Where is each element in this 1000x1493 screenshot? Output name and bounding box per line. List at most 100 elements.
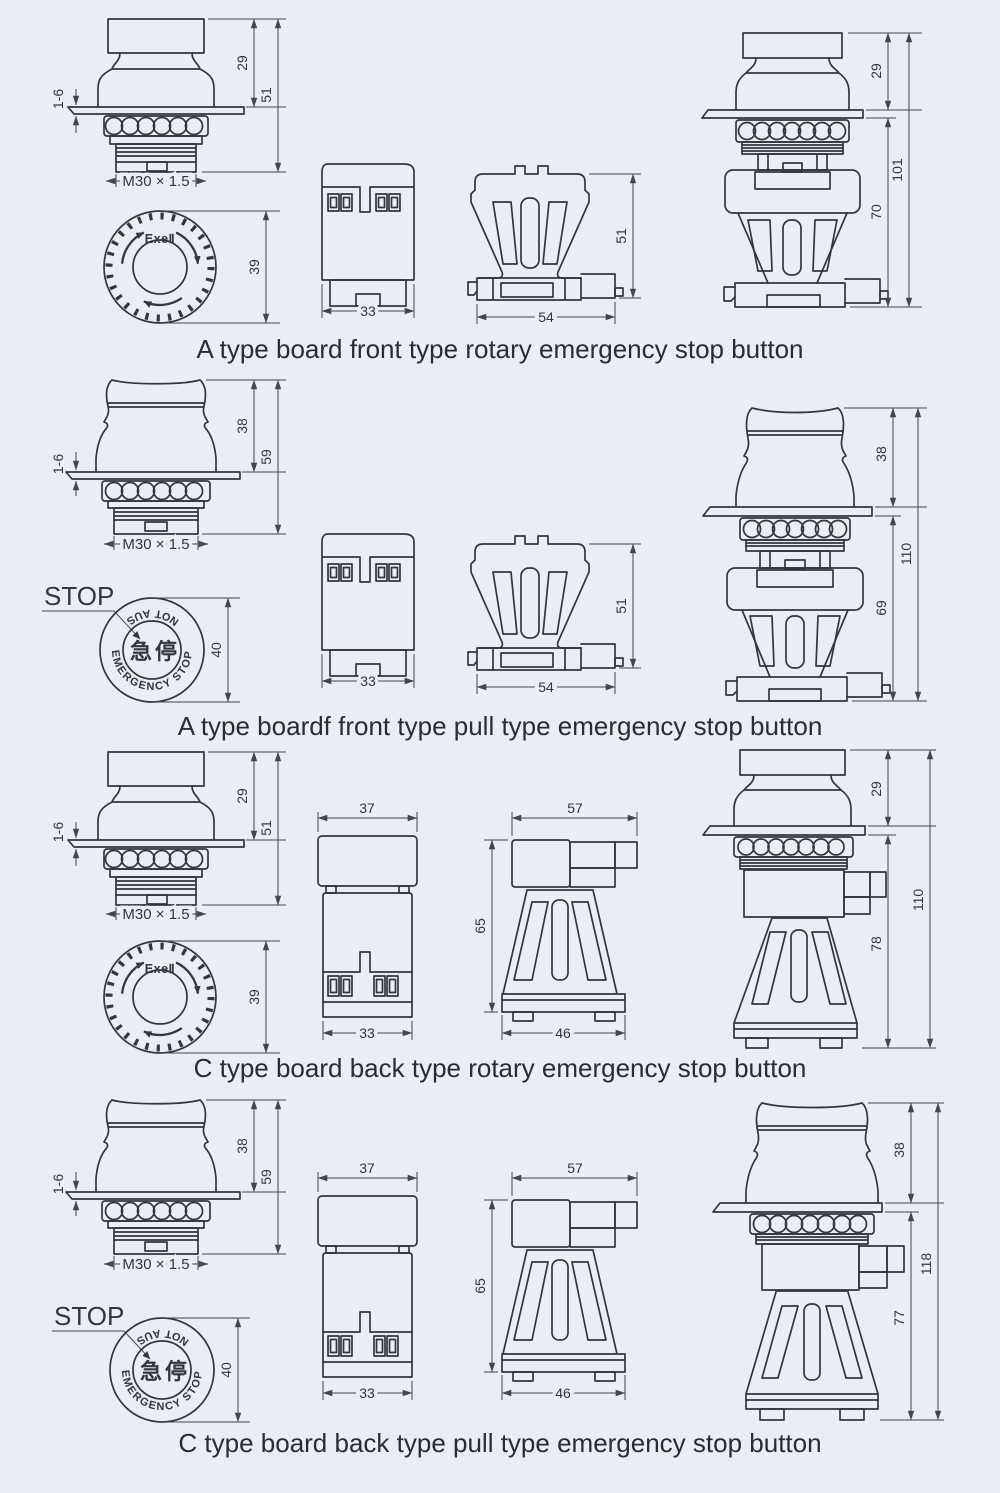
washer xyxy=(107,500,205,509)
knurled-cap xyxy=(107,18,205,54)
hex-nut xyxy=(749,1213,875,1235)
rail-base xyxy=(476,277,582,301)
ring-text-top: NOT AUS xyxy=(133,1327,190,1348)
pull-button-outline xyxy=(65,379,241,535)
base-foot xyxy=(759,1408,785,1421)
mount-funnel xyxy=(470,189,590,279)
a-contact-block-view: 33 xyxy=(321,163,415,323)
a-rotary-side-view: 29 51 1-6 M30 × 1.5 xyxy=(50,18,286,194)
assembly-outline xyxy=(702,749,887,1049)
pull-button-outline xyxy=(65,1099,241,1255)
mount-funnel xyxy=(741,609,849,678)
rotate-arrow-icon xyxy=(143,1027,183,1038)
dim-ring-width: 37 xyxy=(359,1160,375,1176)
stop-callout: STOP xyxy=(54,1301,124,1331)
dim-block-width: 33 xyxy=(359,1385,375,1401)
a-din-mount-view: 51 54 xyxy=(467,165,641,329)
c-rotary-assembly-view: 29 78 110 xyxy=(702,749,936,1049)
dim-head: 29 xyxy=(868,781,884,797)
mushroom-head xyxy=(735,407,855,508)
back-mount-outline xyxy=(501,1199,638,1382)
ring-text-top: NOT AUS xyxy=(123,607,180,628)
dim-head: 38 xyxy=(891,1142,907,1158)
mount-funnel xyxy=(733,917,858,1024)
block-step xyxy=(321,186,415,213)
center-text: 急停 xyxy=(140,1359,190,1385)
dimensions: 38 59 1-6 M30 × 1.5 xyxy=(50,379,286,557)
dim-mount-height: 51 xyxy=(613,598,629,614)
knurled-ring xyxy=(317,835,418,887)
mushroom-head xyxy=(95,379,217,473)
brand-mark: ExeⅡ xyxy=(145,962,175,976)
rotary-teeth xyxy=(105,212,215,322)
din-mount-outline xyxy=(467,165,624,301)
flange-plate xyxy=(67,106,245,115)
dim-head: 38 xyxy=(234,418,250,434)
dim-diameter: 40 xyxy=(208,642,224,658)
a-contact-block-view: 33 xyxy=(321,533,415,693)
rotate-arrow-icon xyxy=(143,297,183,308)
c-pull-assembly-view: 38 77 118 xyxy=(712,1102,944,1421)
dim-total: 51 xyxy=(258,820,274,836)
a-din-mount-view: 51 54 xyxy=(467,535,641,699)
c-back-mount-view: 57 65 46 xyxy=(472,800,638,1045)
dim-ring-width: 37 xyxy=(359,800,375,816)
dim-diameter: 39 xyxy=(246,259,262,275)
rotary-center xyxy=(132,239,188,295)
a-pull-side-view: 38 59 1-6 M30 × 1.5 xyxy=(50,379,286,557)
contact-block-outline xyxy=(321,533,415,677)
base-foot xyxy=(839,1408,865,1421)
dim-total: 118 xyxy=(918,1253,934,1276)
rail-arm xyxy=(846,672,883,698)
base-foot xyxy=(819,1037,843,1049)
dim-height: 65 xyxy=(472,918,488,934)
assembly-outline xyxy=(712,1102,905,1421)
assembly-outline xyxy=(702,407,891,702)
rotary-head-rim xyxy=(103,210,217,324)
caption-a-rotary: A type board front type rotary emergency… xyxy=(196,334,804,364)
c-contact-block-view: 37 33 xyxy=(317,800,418,1045)
knurled-ring xyxy=(743,869,845,918)
dim-diameter: 40 xyxy=(218,1362,234,1378)
base-foot xyxy=(745,1037,769,1049)
a-rotary-top-view: ExeⅡ 39 xyxy=(103,210,280,324)
panel-plate xyxy=(701,109,864,119)
dim-total: 59 xyxy=(258,449,274,465)
dim-panel: 1-6 xyxy=(50,89,66,109)
mushroom-center xyxy=(122,620,182,680)
rail-hook xyxy=(725,680,738,696)
mount-top xyxy=(474,165,586,191)
thread-rings xyxy=(755,1233,869,1245)
dim-top-width: 57 xyxy=(567,800,583,816)
mount-head xyxy=(724,169,861,214)
thread-label: M30 × 1.5 xyxy=(122,173,189,190)
dim-panel: 1-6 xyxy=(50,1174,66,1194)
rotary-button-outline xyxy=(67,18,245,173)
dim-total: 110 xyxy=(898,543,914,566)
dim-base-width: 46 xyxy=(555,1025,571,1041)
caption-a-pull: A type boardf front type pull type emerg… xyxy=(177,711,823,741)
dim-panel: 1-6 xyxy=(50,454,66,474)
thread-base xyxy=(113,507,199,535)
dim-mount-width: 54 xyxy=(538,309,554,325)
mushroom-head xyxy=(745,1102,879,1204)
rotate-arrow-icon xyxy=(120,231,145,264)
c-pull-top-view: STOP EMERGENCY STOP NOT AUS 急停 40 xyxy=(52,1301,250,1423)
button-body xyxy=(735,57,850,111)
dim-height: 65 xyxy=(472,1278,488,1294)
washer xyxy=(109,135,203,145)
mount-funnel xyxy=(745,1290,879,1395)
dim-base-width: 46 xyxy=(555,1385,571,1401)
contact-block-outline xyxy=(321,163,415,307)
button-body xyxy=(97,52,215,108)
assembly-outline xyxy=(701,32,889,308)
dim-panel: 1-6 xyxy=(50,822,66,842)
dim-total: 101 xyxy=(889,158,905,182)
rotate-arrow-icon xyxy=(175,231,201,265)
dim-block-width: 33 xyxy=(360,303,376,319)
knurled-ring xyxy=(761,1243,860,1291)
c-back-mount-view: 57 65 46 xyxy=(472,1160,638,1405)
mount-funnel xyxy=(502,889,618,995)
base-foot xyxy=(594,1011,616,1022)
